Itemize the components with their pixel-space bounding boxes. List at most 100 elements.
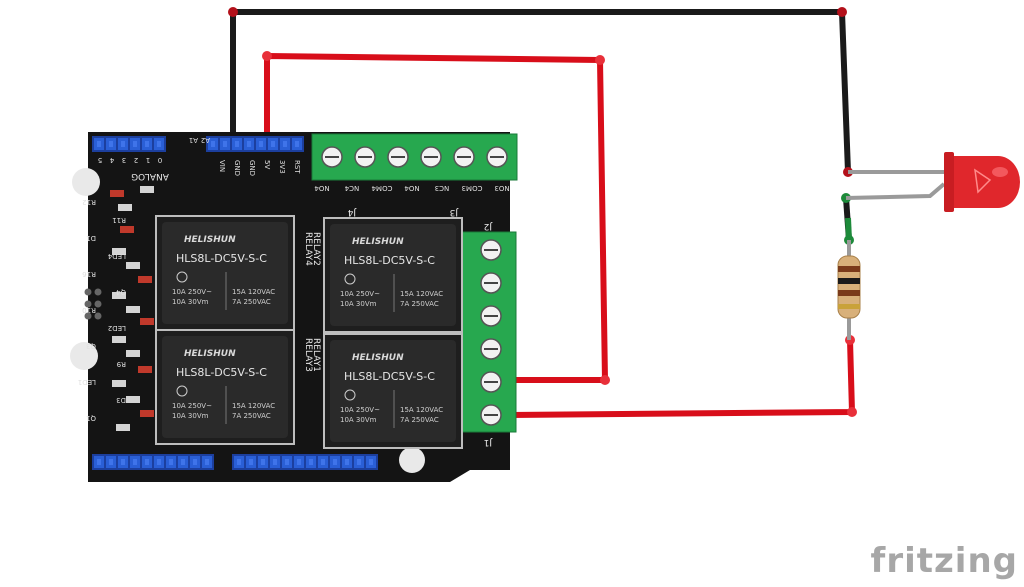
- relay-label-2: RELAY2: [311, 232, 321, 266]
- icsp-pins: [84, 288, 102, 320]
- wires: [228, 7, 857, 418]
- relay: HELISHUN HLS8L-DC5V-S-C 10A 250V~ 10A 30Vm 1…: [155, 215, 295, 331]
- smd-part: [110, 190, 124, 197]
- resistor-band: [838, 266, 860, 272]
- led-highlight: [992, 167, 1008, 177]
- terminal-label: NC3: [435, 184, 450, 192]
- analog-pin-label: 1: [146, 156, 150, 164]
- smd-part: [112, 380, 126, 387]
- icsp-pin: [94, 300, 102, 308]
- svg-text:HELISHUN: HELISHUN: [352, 353, 404, 363]
- svg-text:10A 250V~: 10A 250V~: [172, 288, 212, 296]
- relay-label-1: RELAY1: [311, 338, 321, 372]
- smd-part: [140, 410, 154, 417]
- smd-part: [112, 292, 126, 299]
- power-pin-label: 3V3: [278, 160, 286, 174]
- wire-joint: [595, 55, 605, 65]
- smd-part: [138, 276, 152, 283]
- silk-ref: Q3: [86, 342, 96, 350]
- silk-ref: R11: [112, 216, 126, 224]
- silk-ref: LED2: [108, 324, 126, 332]
- svg-text:7A 250VAC: 7A 250VAC: [232, 298, 271, 306]
- svg-text:10A 30Vm: 10A 30Vm: [172, 412, 209, 420]
- mounting-hole: [72, 168, 100, 196]
- svg-text:10A 30Vm: 10A 30Vm: [340, 416, 377, 424]
- svg-text:10A 250V~: 10A 250V~: [172, 402, 212, 410]
- svg-text:HLS8L-DC5V-S-C: HLS8L-DC5V-S-C: [176, 366, 267, 379]
- resistor-band: [838, 290, 860, 296]
- silk-ref: Q1: [86, 414, 96, 422]
- mounting-hole: [399, 447, 425, 473]
- ref-a2: A2: [201, 136, 210, 144]
- svg-text:10A 250V~: 10A 250V~: [340, 290, 380, 298]
- relay-label-4: RELAY4: [303, 232, 313, 266]
- smd-part: [138, 366, 152, 373]
- silk-ref: R10: [82, 306, 96, 314]
- silk-ref: LED1: [78, 378, 96, 386]
- led-rim: [944, 152, 954, 212]
- digital-header-left: [92, 454, 214, 470]
- relay-label-3: RELAY3: [303, 338, 313, 372]
- power-pin-label: VIN: [218, 160, 226, 172]
- analog-pin-label: 0: [158, 156, 162, 164]
- wire-joint: [837, 7, 847, 17]
- svg-text:7A 250VAC: 7A 250VAC: [400, 300, 439, 308]
- mounting-hole: [70, 342, 98, 370]
- wire-joint: [600, 375, 610, 385]
- analog-pin-label: 5: [98, 156, 102, 164]
- power-pin-label: 5V: [263, 160, 271, 169]
- smd-part: [140, 186, 154, 193]
- ref-j1: J1: [484, 437, 493, 447]
- icsp-pin: [94, 288, 102, 296]
- terminal-block-top[interactable]: [311, 133, 518, 181]
- silk-ref: R9: [117, 360, 126, 368]
- smd-part: [126, 306, 140, 313]
- ref-j2: J2: [484, 221, 493, 231]
- terminal-label: NO3: [494, 184, 509, 192]
- terminal-label: COM3: [462, 184, 483, 192]
- analog-label: ANALOG: [131, 171, 169, 181]
- ref-j4: J4: [347, 207, 357, 217]
- power-pin-label: GND: [233, 160, 241, 176]
- resistor[interactable]: [837, 240, 861, 340]
- smd-part: [112, 248, 126, 255]
- analog-pin-label: 2: [134, 156, 138, 164]
- terminal-block-right[interactable]: [457, 231, 517, 433]
- svg-text:HLS8L-DC5V-S-C: HLS8L-DC5V-S-C: [176, 252, 267, 265]
- analog-pin-label: 4: [109, 156, 114, 164]
- svg-text:10A 30Vm: 10A 30Vm: [340, 300, 377, 308]
- icsp-pin: [84, 288, 92, 296]
- svg-text:10A 30Vm: 10A 30Vm: [172, 298, 209, 306]
- silk-ref: D1: [86, 234, 96, 242]
- smd-components: [110, 186, 154, 431]
- smd-part: [116, 424, 130, 431]
- terminal-label: COM4: [371, 184, 392, 192]
- led[interactable]: [845, 152, 1020, 212]
- icsp-pin: [84, 300, 92, 308]
- wire-gnd-black[interactable]: [230, 9, 851, 173]
- terminal-label: NO4: [314, 184, 330, 192]
- led-body: [950, 156, 1020, 208]
- svg-text:7A 250VAC: 7A 250VAC: [232, 412, 271, 420]
- icsp-pin: [94, 312, 102, 320]
- analog-pin-label: 3: [122, 156, 126, 164]
- svg-text:15A 120VAC: 15A 120VAC: [400, 406, 443, 414]
- svg-text:15A 120VAC: 15A 120VAC: [400, 290, 443, 298]
- svg-text:15A 120VAC: 15A 120VAC: [232, 402, 275, 410]
- svg-text:15A 120VAC: 15A 120VAC: [232, 288, 275, 296]
- led-die: [974, 168, 992, 194]
- svg-text:HELISHUN: HELISHUN: [184, 235, 236, 245]
- ref-a1: A1: [189, 136, 198, 144]
- silk-ref: LED4: [107, 252, 126, 260]
- silk-ref: R12: [82, 198, 96, 206]
- icsp-pin: [84, 312, 92, 320]
- terminal-label: NC4: [344, 184, 359, 192]
- wire-joint: [847, 407, 857, 417]
